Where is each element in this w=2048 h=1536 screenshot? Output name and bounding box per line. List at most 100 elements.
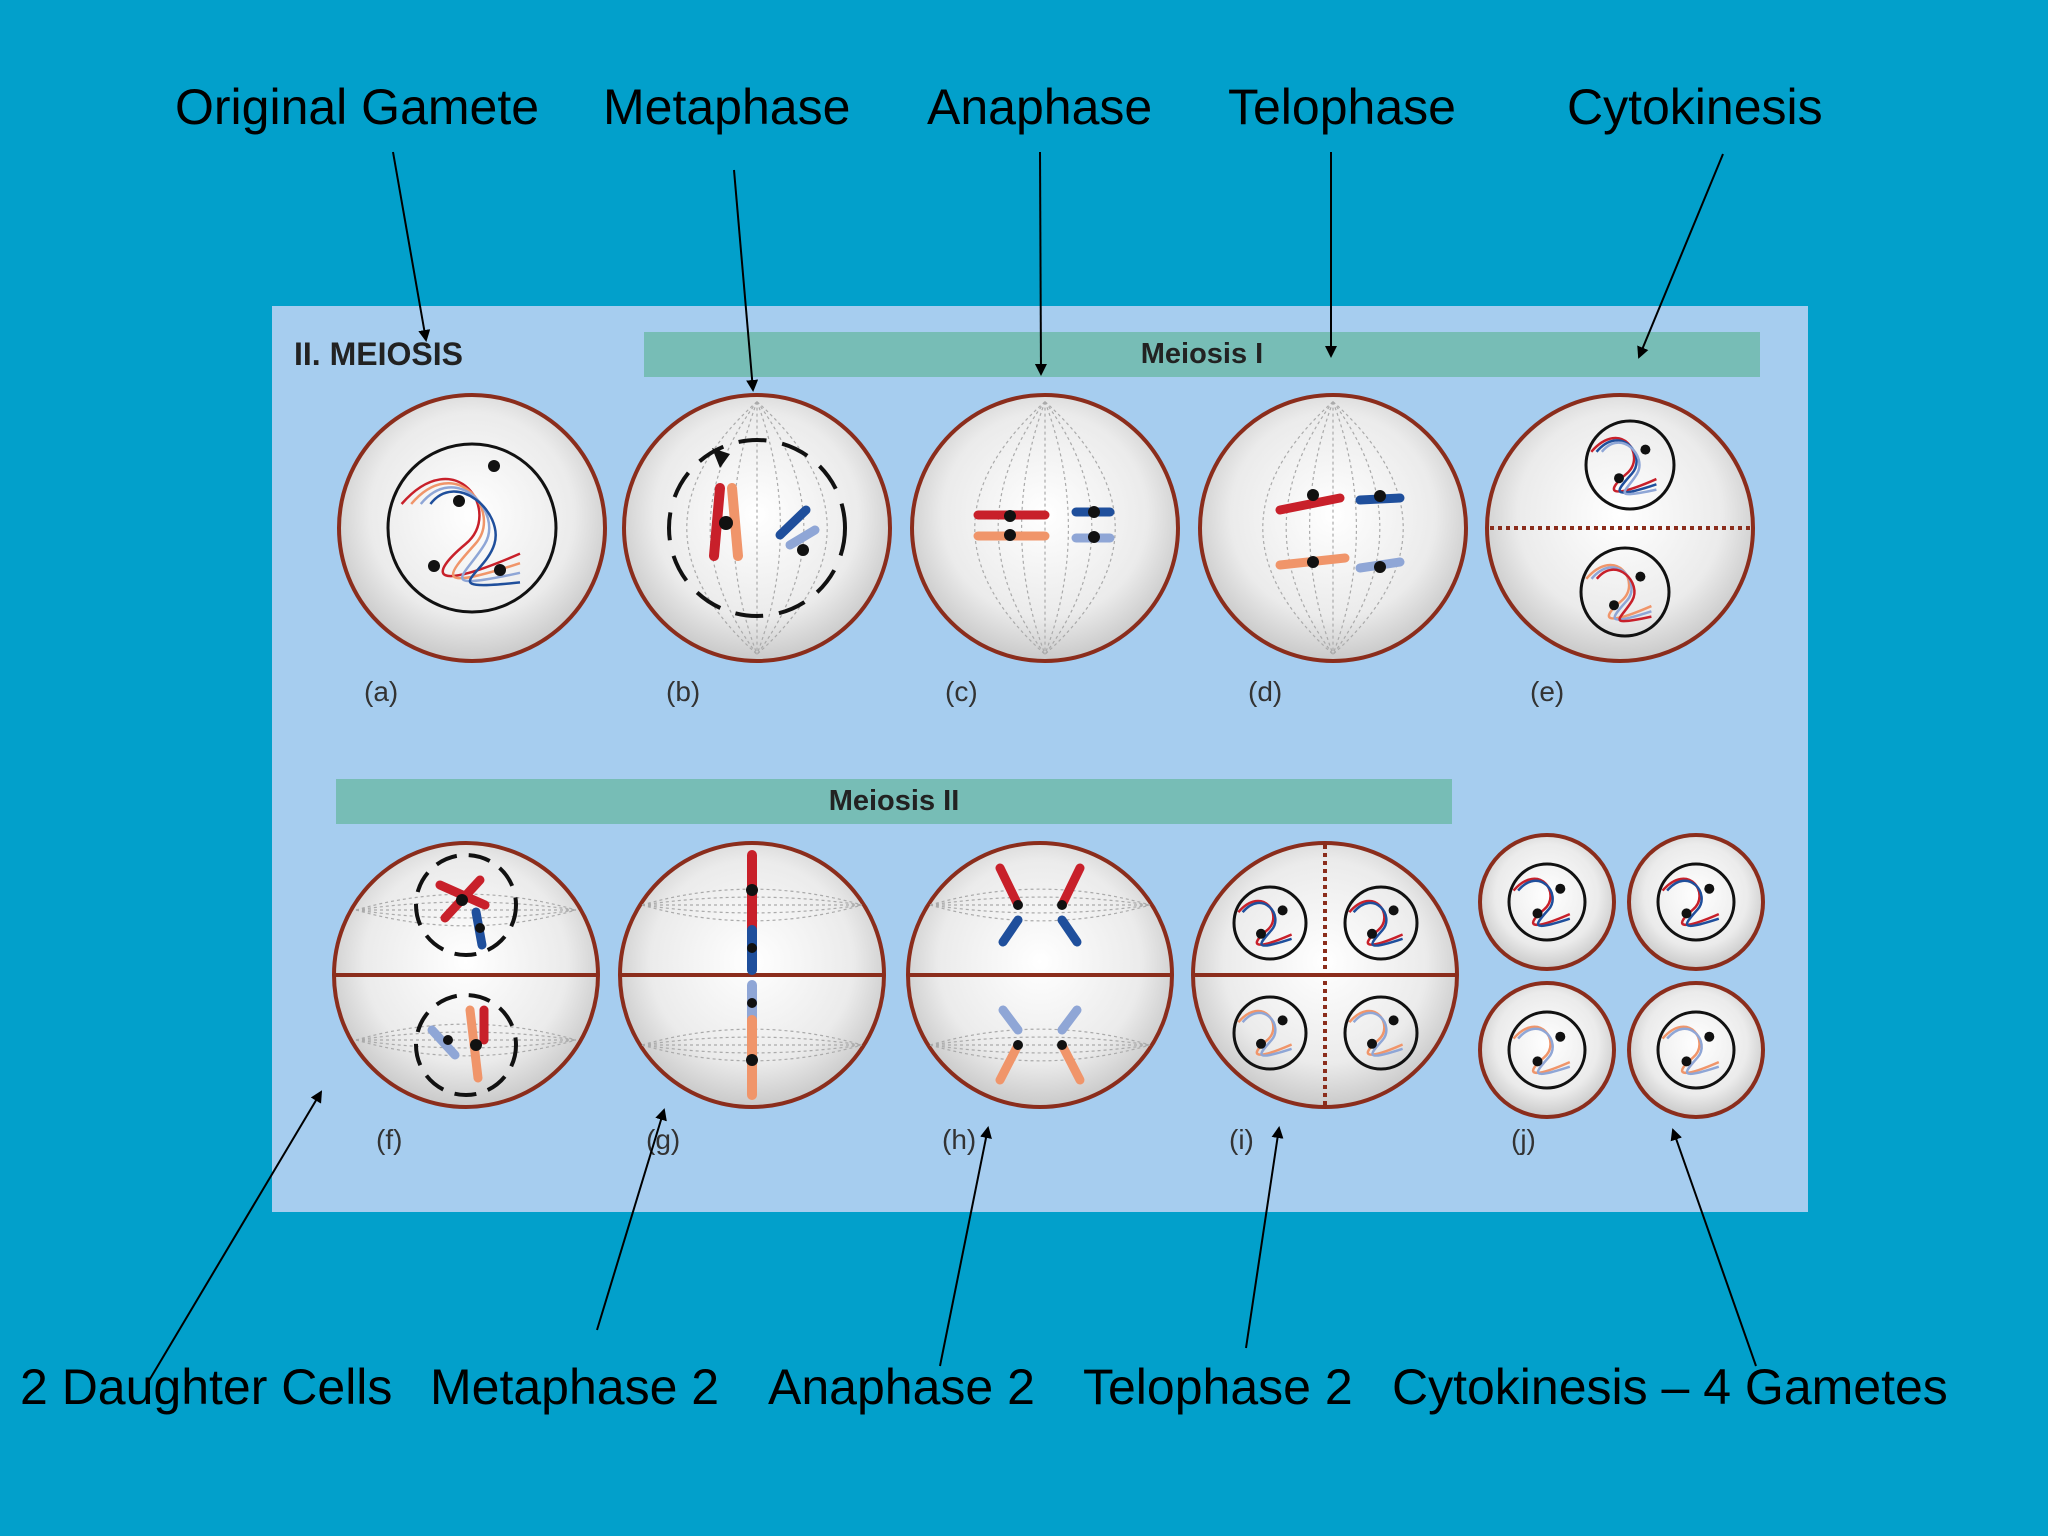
centromere <box>746 1054 758 1066</box>
cell-g <box>618 841 886 1109</box>
centromere <box>1367 928 1377 939</box>
centromere <box>1004 529 1016 541</box>
chromosome <box>998 1005 1023 1035</box>
label-anaphase: Anaphase <box>927 79 1153 135</box>
nuclear-envelope <box>1507 862 1587 942</box>
centromere <box>1614 473 1624 484</box>
nuclear-envelope <box>1656 1010 1736 1090</box>
panel-label-a: (a) <box>364 676 399 707</box>
chromosome <box>1057 1040 1085 1085</box>
nuclear-envelope <box>1232 885 1308 961</box>
chromatin <box>1348 1009 1404 1056</box>
nuclear-envelope <box>386 442 558 614</box>
chromatin <box>1517 879 1571 928</box>
centromere <box>746 884 758 896</box>
centromere <box>1004 510 1016 522</box>
centromere <box>1681 908 1692 919</box>
nuclear-envelope-breaking <box>414 853 518 957</box>
centromere <box>494 564 506 576</box>
centromere <box>1088 531 1100 543</box>
centromere <box>747 998 757 1008</box>
panel-label-h: (h) <box>942 1124 977 1155</box>
spindle-fiber <box>709 401 758 655</box>
chromatin <box>1352 901 1403 947</box>
chromosome <box>1275 493 1345 515</box>
gamete-cell <box>1627 981 1765 1119</box>
chromatin <box>400 477 521 578</box>
centromere <box>747 943 757 953</box>
arrow-2-daughter-cells <box>146 1090 323 1385</box>
spindle-fiber <box>1309 401 1334 655</box>
centromere <box>1277 905 1288 916</box>
chromosome <box>775 505 811 540</box>
centromere <box>470 1039 482 1051</box>
chromatin <box>410 482 521 580</box>
nuclear-envelope <box>1584 419 1676 511</box>
spindle-fiber <box>1285 401 1334 655</box>
spindle-fiber <box>997 401 1046 655</box>
cell-f <box>332 841 600 1109</box>
cell-a <box>337 393 607 663</box>
panel-label-c: (c) <box>945 676 978 707</box>
spindle-fiber <box>929 888 1151 906</box>
centromere <box>1256 1038 1266 1049</box>
chromatin <box>1585 563 1652 620</box>
gamete-cell <box>1478 833 1616 971</box>
panel-label-d: (d) <box>1248 676 1283 707</box>
chromatin <box>1590 436 1657 493</box>
section-title: II. MEIOSIS <box>294 336 463 372</box>
chromatin <box>1237 899 1293 946</box>
centromere <box>1635 571 1646 582</box>
label-cytokinesis-4-gametes: Cytokinesis – 4 Gametes <box>1392 1359 1948 1415</box>
chromatin <box>1241 1011 1292 1057</box>
chromosome <box>995 1040 1023 1085</box>
centromere <box>1277 1015 1288 1026</box>
centromere <box>1532 1056 1543 1067</box>
centromere <box>1555 1031 1566 1042</box>
spindle-fiber <box>355 909 577 919</box>
chromatin <box>1666 1027 1720 1076</box>
nuclear-envelope-breaking <box>667 438 847 618</box>
spindle-fiber <box>929 1044 1151 1054</box>
chromatin <box>1512 877 1571 927</box>
arrow-metaphase <box>733 169 759 392</box>
spindle-fiber <box>1021 401 1046 655</box>
chromosome <box>1057 863 1085 910</box>
chromosome <box>1057 915 1082 947</box>
spindle-fiber <box>355 1039 577 1049</box>
chromatin <box>1352 1011 1403 1057</box>
centromere <box>475 923 485 933</box>
spindle-fiber <box>1044 401 1093 655</box>
centromere <box>1609 600 1619 611</box>
label-telophase-2: Telophase 2 <box>1083 1359 1353 1415</box>
centromere <box>1307 489 1319 501</box>
nuclear-envelope <box>1579 546 1671 638</box>
spindle-fiber <box>641 1044 863 1062</box>
arrow-metaphase-2 <box>596 1108 667 1331</box>
spindle-fiber <box>756 401 805 655</box>
centromere <box>1057 900 1067 910</box>
cell-membrane <box>1478 981 1616 1119</box>
spindle-fiber <box>756 401 781 655</box>
spindle-fiber <box>929 904 1151 914</box>
cell-d <box>1198 393 1468 663</box>
chromatin <box>1661 877 1720 927</box>
nuclear-envelope <box>1343 995 1419 1071</box>
arrow-anaphase <box>1034 151 1047 376</box>
chromosome <box>1057 1005 1082 1035</box>
chromatin <box>1241 901 1292 947</box>
chromatin <box>1595 439 1657 494</box>
spindle-fiber <box>641 904 863 922</box>
spindle-fiber <box>929 1044 1151 1062</box>
cell-membrane <box>1627 981 1765 1119</box>
nuclear-envelope <box>1656 862 1736 942</box>
meiosis-1-banner: Meiosis I <box>644 332 1760 377</box>
centromere <box>488 460 500 472</box>
cell-i <box>1191 841 1459 1109</box>
panel-label-j: (j) <box>1511 1124 1536 1155</box>
centromere <box>443 1035 453 1045</box>
cell-membrane <box>1627 833 1765 971</box>
spindle-fiber <box>1044 401 1069 655</box>
panel-label-i: (i) <box>1229 1124 1254 1155</box>
chromosome <box>709 483 725 561</box>
